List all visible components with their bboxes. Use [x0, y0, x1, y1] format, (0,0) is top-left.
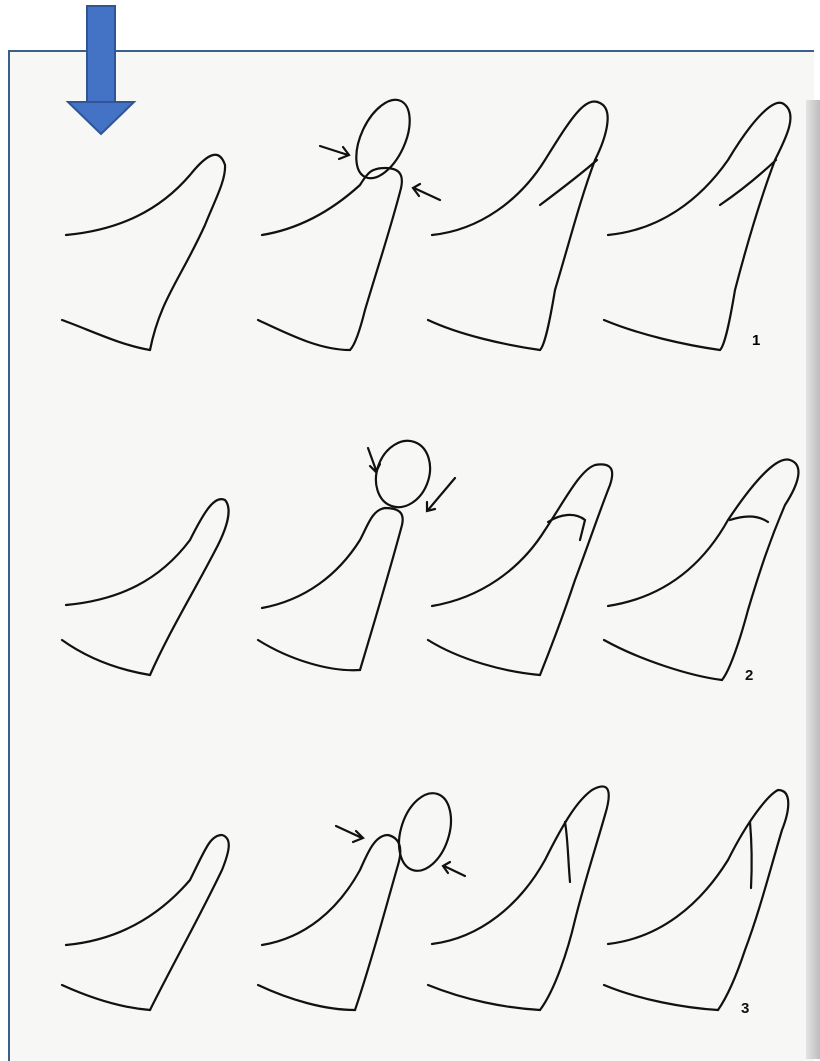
row-3-stage-1	[62, 835, 229, 1010]
row-label-1: 1	[752, 332, 760, 349]
row-2-stage-2	[258, 433, 455, 670]
row-1-stage-2	[258, 92, 440, 350]
row-2-stage-3	[428, 464, 612, 675]
row-label-3: 3	[741, 1000, 749, 1017]
row-1-stage-1	[62, 155, 225, 350]
row-3-stage-3	[428, 786, 609, 1010]
row-3-stage-4	[604, 790, 788, 1010]
row-3-stage-2	[258, 787, 465, 1010]
row-2-stage-4	[604, 460, 798, 680]
row-label-2: 2	[745, 667, 753, 684]
row-2-stage-1	[62, 499, 229, 675]
row-1-stage-3	[428, 102, 608, 350]
row-1-stage-4	[604, 103, 790, 350]
down-arrow-icon	[68, 6, 134, 134]
